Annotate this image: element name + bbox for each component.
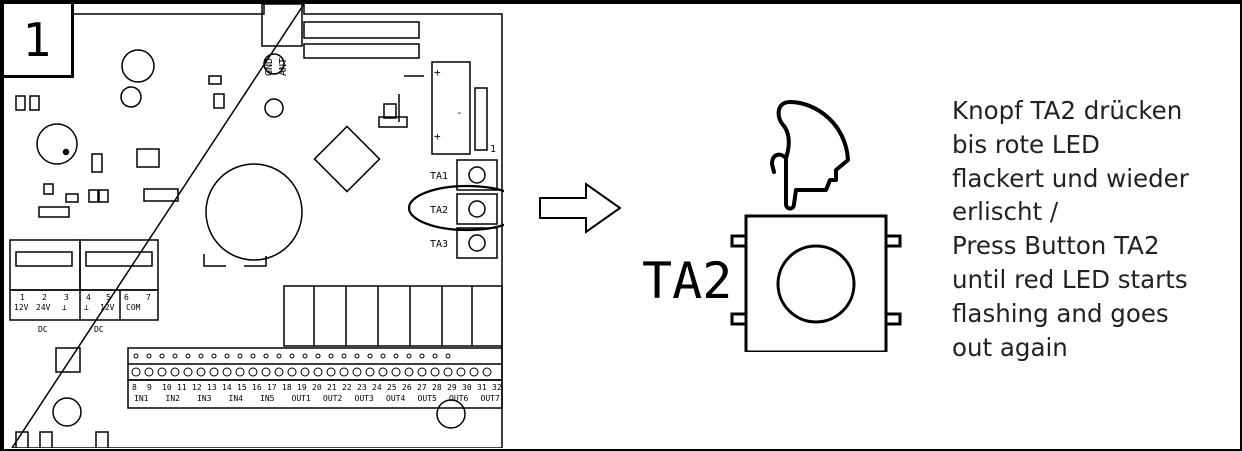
io-terminal-number: 13 [207,383,217,392]
io-terminal-number: 12 [192,383,202,392]
power-group-label: DC [94,325,104,334]
power-terminal-number: 7 [146,293,151,302]
io-terminal-group: IN5 [260,394,275,403]
io-terminal-number: 21 [327,383,337,392]
io-terminal-number: 9 [147,383,152,392]
io-terminal-number: 16 [252,383,262,392]
power-terminal-label: ⊥ [62,303,67,312]
io-terminal-number: 26 [402,383,412,392]
step-number: 1 [22,12,53,67]
board-button-ta3: TA3 [430,239,448,250]
io-terminal-number: 27 [417,383,427,392]
io-terminal-number: 22 [342,383,352,392]
zoom-button-label: TA2 [642,252,732,310]
io-terminal-number: 11 [177,383,187,392]
right-arrow-icon [539,182,622,234]
instruction-line: flashing and goes [952,298,1169,328]
instruction-line: erlischt / [952,197,1059,227]
circuit-board-diagram: GND ANT + - + 1 TA1 TA2 TA3 1 2 3 4 5 6 … [9,4,504,448]
io-terminal-number: 17 [267,383,277,392]
step-number-badge: 1 [4,4,74,78]
io-terminal-number: 24 [372,383,382,392]
io-terminal-group: IN1 [134,394,149,403]
pot-mark-plus-bottom: + [434,130,441,143]
power-terminal-number: 4 [86,293,91,302]
power-group-label: DC [38,325,48,334]
instruction-line: Press Button TA2 [952,231,1160,261]
io-terminal-number: 32 [492,383,502,392]
io-terminal-number: 20 [312,383,322,392]
io-terminal-number: 14 [222,383,232,392]
io-terminal-number: 19 [297,383,307,392]
power-terminal-number: 1 [20,293,25,302]
io-terminal-group: OUT2 [323,394,342,403]
io-terminal-number: 28 [432,383,442,392]
power-terminal-label: ⊥ [84,303,89,312]
power-terminal-label: COM [126,303,141,312]
io-terminal-number: 8 [132,383,137,392]
io-terminal-number: 25 [387,383,397,392]
io-terminal-group: IN2 [166,394,181,403]
board-button-ta1: TA1 [430,171,448,182]
io-terminal-number: 15 [237,383,247,392]
io-terminal-number: 23 [357,383,367,392]
io-terminal-group: OUT6 [449,394,468,403]
power-terminal-number: 3 [64,293,69,302]
instruction-line: bis rote LED [952,129,1100,159]
io-terminal-number: 31 [477,383,487,392]
header-pin-gnd: GND [264,58,275,76]
pot-mark-minus: - [456,106,463,119]
power-terminal-number: 6 [124,293,129,302]
io-terminal-group: OUT5 [418,394,437,403]
io-terminal-group: OUT1 [292,394,311,403]
power-terminal-label: 24V [36,303,51,312]
pointing-hand-icon [770,100,850,211]
instruction-line: out again [952,332,1068,362]
io-terminal-number: 29 [447,383,457,392]
io-terminal-group: OUT3 [355,394,374,403]
header-pin-ant: ANT [278,58,289,76]
io-terminal-number: 30 [462,383,472,392]
board-button-ta2: TA2 [430,205,448,216]
power-terminal-label: 12V [14,303,29,312]
instruction-line: Knopf TA2 drücken [952,96,1183,125]
power-terminal-number: 2 [42,293,47,302]
button-closeup-diagram: TA2 [642,100,902,352]
pot-number: 1 [490,144,496,155]
power-terminal-label: 12V [100,303,115,312]
io-terminal-group: OUT7 [481,394,500,403]
instruction-line: flackert und wieder [952,163,1189,193]
io-terminal-group: IN3 [197,394,212,403]
push-button-icon [730,214,902,352]
power-terminal-number: 5 [106,293,111,302]
io-terminal-group: OUT4 [386,394,405,403]
io-terminal-number: 10 [162,383,172,392]
instruction-line: until red LED starts [952,264,1188,294]
instruction-text: Knopf TA2 drücken bis rote LED flackert un… [952,94,1232,364]
io-terminal-number: 18 [282,383,292,392]
io-terminal-group: IN4 [229,394,244,403]
pot-mark-plus-top: + [434,66,441,79]
